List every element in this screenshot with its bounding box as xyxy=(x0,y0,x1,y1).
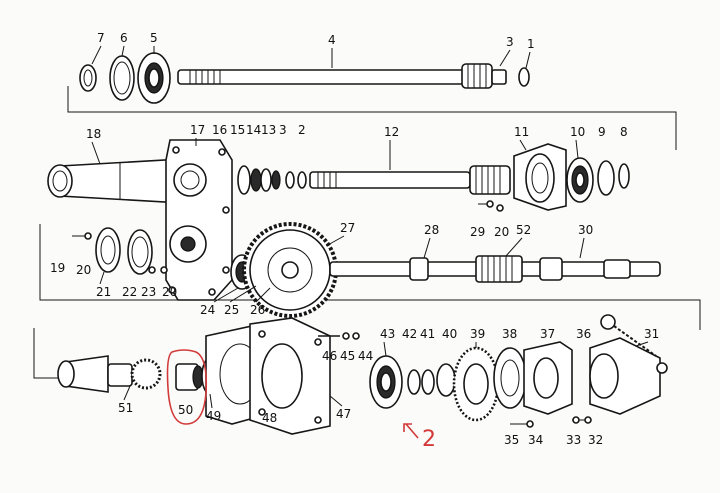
row1-parts xyxy=(79,52,530,104)
label-30: 30 xyxy=(578,223,593,237)
row3-parts xyxy=(72,200,661,318)
red-highlight-circle xyxy=(166,349,208,425)
label-1: 1 xyxy=(527,37,535,51)
row4-parts xyxy=(57,314,668,435)
label-24: 24 xyxy=(200,303,215,317)
label-28: 28 xyxy=(424,223,439,237)
label-14: 14 xyxy=(246,123,261,137)
label-26: 26 xyxy=(250,303,265,317)
label-48: 48 xyxy=(262,411,277,425)
label-22: 22 xyxy=(122,285,137,299)
label-31: 31 xyxy=(644,327,659,341)
leader-lines xyxy=(91,45,649,409)
part-21-ring xyxy=(95,227,121,273)
label-5: 5 xyxy=(150,31,158,45)
label-12: 12 xyxy=(384,125,399,139)
label-42: 42 xyxy=(402,327,417,341)
part-12-shaft xyxy=(309,171,471,189)
label-38: 38 xyxy=(502,327,517,341)
label-27: 27 xyxy=(340,221,355,235)
part-4-shaft xyxy=(177,69,479,85)
label-40: 40 xyxy=(442,327,457,341)
label-9: 9 xyxy=(598,125,606,139)
label-19: 19 xyxy=(50,261,65,275)
row2-parts xyxy=(47,139,630,301)
label-36: 36 xyxy=(576,327,591,341)
label-8: 8 xyxy=(620,125,628,139)
part-31-chain-ring xyxy=(600,314,616,330)
part-labels: 7 6 5 4 3 1 18 17 16 15 14 13 3 2 12 11 … xyxy=(50,31,659,447)
label-25: 25 xyxy=(224,303,239,317)
part-7-circlip xyxy=(79,64,97,92)
label-33: 33 xyxy=(566,433,581,447)
label-37: 37 xyxy=(540,327,555,341)
part-1-circlip xyxy=(518,67,530,87)
label-39: 39 xyxy=(470,327,485,341)
label-20-left: 20 xyxy=(76,263,91,277)
part-17-flange xyxy=(165,139,233,301)
label-35: 35 xyxy=(504,433,519,447)
label-13: 13 xyxy=(261,123,276,137)
label-20-right: 20 xyxy=(494,225,509,239)
label-3-mid: 3 xyxy=(279,123,287,137)
label-17: 17 xyxy=(190,123,205,137)
label-3-top: 3 xyxy=(506,35,514,49)
label-23: 23 xyxy=(141,285,156,299)
label-32: 32 xyxy=(588,433,603,447)
label-20-center: 20 xyxy=(162,285,177,299)
label-15: 15 xyxy=(230,123,245,137)
label-51: 51 xyxy=(118,401,133,415)
frame-lines xyxy=(33,86,701,379)
label-45: 45 xyxy=(340,349,355,363)
label-49: 49 xyxy=(206,409,221,423)
label-34: 34 xyxy=(528,433,543,447)
label-41: 41 xyxy=(420,327,435,341)
label-2-mid: 2 xyxy=(298,123,306,137)
label-50: 50 xyxy=(178,403,193,417)
label-29: 29 xyxy=(470,225,485,239)
label-46: 46 xyxy=(322,349,337,363)
label-11: 11 xyxy=(514,125,529,139)
red-arrow xyxy=(405,423,419,439)
red-annotation-number: 2 xyxy=(422,427,436,452)
hand-annotations: 2 xyxy=(166,349,436,452)
label-10: 10 xyxy=(570,125,585,139)
label-16: 16 xyxy=(212,123,227,137)
label-52: 52 xyxy=(516,223,531,237)
part-38-ring xyxy=(493,347,527,409)
label-47: 47 xyxy=(336,407,351,421)
label-44: 44 xyxy=(358,349,373,363)
label-4: 4 xyxy=(328,33,336,47)
label-43: 43 xyxy=(380,327,395,341)
label-21: 21 xyxy=(96,285,111,299)
label-6: 6 xyxy=(120,31,128,45)
label-18: 18 xyxy=(86,127,101,141)
label-7: 7 xyxy=(97,31,105,45)
